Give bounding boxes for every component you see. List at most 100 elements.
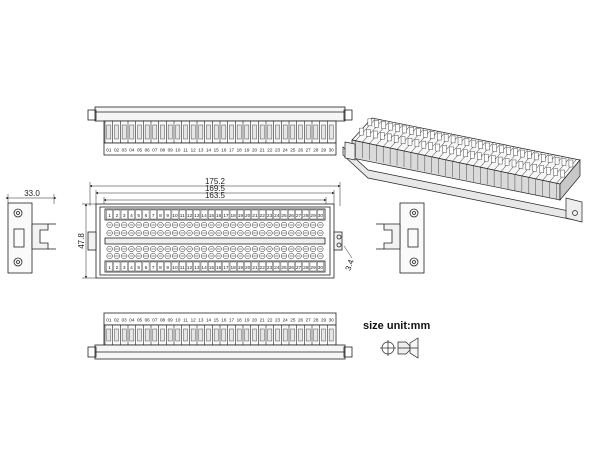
iso-terminal-block [513,148,518,156]
iso-terminal-block [471,139,477,148]
side-terminal-label: 15 [214,148,220,153]
terminal-number: 27 [296,213,302,219]
terminal-number: 30 [318,265,324,271]
terminal-number: 14 [201,213,207,219]
side-terminal-label: 08 [160,318,166,323]
dim-depth: 33.0 [24,189,40,198]
iso-terminal-block [477,152,482,160]
side-terminal-label: 11 [183,148,188,153]
side-bottom-right-foot [343,346,353,358]
terminal-number: 6 [145,265,148,271]
iso-terminal-block [416,128,421,137]
plan-left-end [87,231,97,251]
iso-terminal-block [539,165,544,173]
iso-terminal-block [484,153,489,162]
terminal-number: 26 [289,213,295,219]
iso-terminal-block [506,147,511,155]
iso-terminal-block [407,138,413,146]
iso-terminal-block [518,161,524,169]
terminal-number: 29 [310,213,316,219]
side-terminal-label: 22 [267,148,273,153]
terminal-number: 18 [230,213,236,219]
side-terminal-label: 09 [168,318,174,323]
plan-center-divider [104,237,326,245]
side-terminal-label: 03 [122,318,128,323]
iso-terminal-block [423,130,428,138]
terminal-number: 25 [281,213,287,219]
terminal-number: 1 [108,213,111,219]
terminal-number: 3 [123,265,126,271]
iso-terminal-block [560,169,565,178]
side-terminal-label: 02 [114,318,120,323]
side-terminal-label: 24 [283,318,289,323]
size-unit-note: size unit:mm [363,320,431,332]
terminal-number: 5 [137,213,140,219]
side-terminal-label: 06 [145,148,151,153]
iso-terminal-block [456,148,461,156]
iso-terminal-block [546,166,551,175]
terminal-number: 13 [194,213,200,219]
side-terminal-label: 25 [290,148,296,153]
terminal-number: 22 [260,213,266,219]
terminal-number: 2 [116,265,119,271]
side-terminal-label: 23 [275,148,281,153]
terminal-number: 4 [130,265,133,271]
side-terminal-label: 28 [313,148,319,153]
iso-terminal-block [430,131,435,139]
isometric-view [342,117,583,223]
terminal-number: 20 [245,265,251,271]
terminal-number: 15 [209,213,215,219]
iso-terminal-block [442,145,447,153]
terminal-number: 1 [108,265,111,271]
side-terminal-label: 18 [237,318,243,323]
terminal-number: 19 [238,265,244,271]
terminal-number: 27 [296,265,302,271]
end-view-left [5,194,57,274]
terminal-number: 21 [252,213,258,219]
terminal-number: 11 [180,265,185,271]
iso-terminal-block [470,151,475,159]
side-terminal-label: 29 [321,318,327,323]
terminal-number: 28 [303,213,309,219]
iso-terminal-block [366,129,371,137]
side-terminal-label: 28 [313,318,319,323]
side-terminal-label: 01 [106,318,112,323]
side-terminal-label: 05 [137,318,143,323]
side-terminal-label: 29 [321,148,327,153]
iso-terminal-block [402,125,407,134]
terminal-number: 7 [152,265,155,271]
side-bottom-left-foot [87,346,97,358]
side-terminal-label: 27 [306,148,312,153]
side-terminal-label: 08 [160,148,166,153]
plan-top-number-strip [104,208,326,221]
iso-terminal-block [534,152,539,161]
iso-terminal-block [492,144,497,152]
iso-terminal-block [388,122,393,131]
side-terminal-label: 04 [129,148,135,153]
plan-bottom-number-strip [104,260,326,273]
side-terminal-label: 26 [298,148,304,153]
terminal-number: 12 [187,265,193,271]
side-terminal-label: 26 [298,318,304,323]
side-terminal-label: 20 [252,318,258,323]
iso-terminal-block [561,158,567,166]
terminal-number: 3 [123,213,126,219]
side-terminal-label: 10 [175,318,181,323]
terminal-number: 8 [159,213,162,219]
side-terminal-label: 07 [152,148,158,153]
iso-terminal-block [511,159,517,168]
dim-offset: 3.4 [344,258,356,272]
iso-terminal-block [421,140,427,149]
iso-terminal-block [437,132,442,141]
side-terminal-label: 16 [221,318,227,323]
iso-terminal-block [464,138,470,146]
iso-terminal-block [400,136,406,145]
iso-terminal-block [568,159,574,168]
terminal-number: 8 [159,265,162,271]
terminal-number: 5 [137,265,140,271]
side-terminal-label: 03 [122,148,128,153]
terminal-number: 16 [216,265,222,271]
terminal-number: 16 [216,213,222,219]
